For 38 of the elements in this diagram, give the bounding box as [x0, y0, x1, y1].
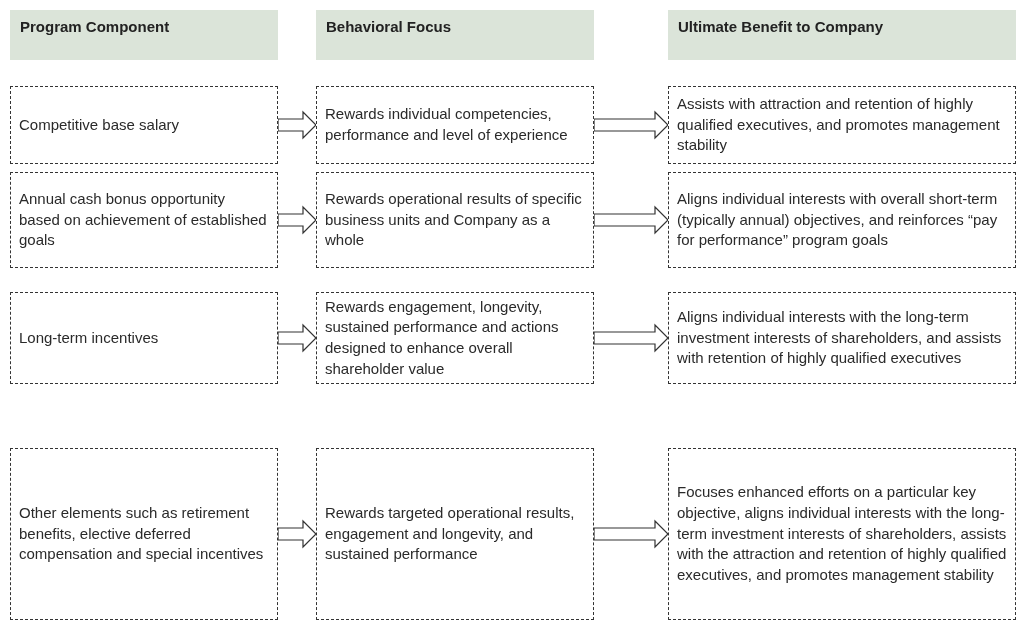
dashed-box	[316, 448, 594, 620]
block-arrow	[277, 110, 317, 140]
box-text: Annual cash bonus opportunity based on achievement of established goals	[19, 188, 268, 251]
dashed-box	[316, 172, 594, 268]
header-text: Ultimate Benefit to Company	[678, 18, 885, 36]
block-arrow	[593, 519, 669, 549]
dashed-box	[668, 172, 1016, 268]
dashed-box	[668, 448, 1016, 620]
header-text: Behavioral Focus	[326, 18, 453, 36]
box-text: Rewards individual competencies, performance and level of experience	[325, 104, 569, 145]
dashed-box	[10, 86, 278, 164]
column-header	[10, 10, 278, 60]
header-text: Program Component	[20, 18, 171, 36]
box-text: Competitive base salary	[19, 114, 180, 135]
block-arrow	[277, 205, 317, 235]
box-text: Rewards engagement, longevity, sustained performance and actions designed to enhance overall shareholder value	[325, 296, 560, 379]
block-arrow	[593, 205, 669, 235]
column-header	[668, 10, 1016, 60]
block-arrow	[277, 323, 317, 353]
box-text: Focuses enhanced efforts on a particular key objective, aligns individual interests with the long-term investment interests of shareholders, assists with the attraction and retention of highly qualified executives, and promotes management stability	[677, 482, 1007, 586]
block-arrow	[593, 110, 669, 140]
dashed-box	[10, 172, 278, 268]
block-arrow	[593, 323, 669, 353]
dashed-box	[668, 292, 1016, 384]
dashed-box	[316, 292, 594, 384]
dashed-box	[668, 86, 1016, 164]
box-text: Aligns individual interests with overall short-term (typically annual) objectives, and reinforces “pay for performance” program goals	[677, 188, 999, 251]
box-text: Assists with attraction and retention of highly qualified executives, and promotes management stability	[677, 93, 1001, 156]
dashed-box	[316, 86, 594, 164]
dashed-box	[10, 292, 278, 384]
dashed-box	[10, 448, 278, 620]
box-text: Long-term incentives	[19, 327, 159, 348]
box-text: Aligns individual interests with the long-term investment interests of shareholders, and assists with retention of highly qualified executives	[677, 306, 1003, 369]
block-arrow	[277, 519, 317, 549]
box-text: Rewards targeted operational results, engagement and longevity, and sustained performance	[325, 502, 576, 565]
box-text: Other elements such as retirement benefits, elective deferred compensation and special incentives	[19, 502, 265, 565]
box-text: Rewards operational results of specific business units and Company as a whole	[325, 188, 583, 251]
column-header	[316, 10, 594, 60]
